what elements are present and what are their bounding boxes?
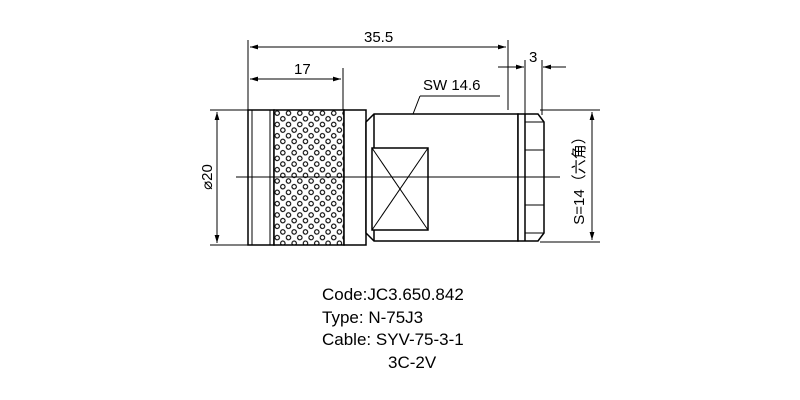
spec-code-row: Code:JC3.650.842 [322,284,464,307]
diameter-label: ⌀20 [199,164,216,190]
spec-cable-label: Cable: [322,330,372,349]
spec-type-row: Type: N-75J3 [322,307,464,330]
spec-code-label: Code: [322,285,368,304]
hex-width-label: 3 [529,49,537,66]
knurl-length-label: 17 [294,61,311,78]
extension-lines [210,40,600,246]
spec-cable-row-2: 3C-2V [322,352,464,375]
spec-type-value: N-75J3 [363,307,424,327]
spec-cable-value: SYV-75-3-1 [371,330,464,349]
spec-type-label: Type: [322,307,364,327]
dimension-lines [214,44,595,243]
overall-length-label: 35.5 [364,29,393,46]
wrench-flat-label: SW 14.6 [423,77,481,94]
spec-cable-value-2: 3C-2V [388,352,437,372]
hex-size-label: S=14（六角） [571,129,588,224]
spec-cable-row: Cable: SYV-75-3-1 [322,329,464,352]
spec-block: Code:JC3.650.842 Type: N-75J3 Cable: SYV… [322,284,464,374]
spec-code-value: JC3.650.842 [367,285,464,304]
